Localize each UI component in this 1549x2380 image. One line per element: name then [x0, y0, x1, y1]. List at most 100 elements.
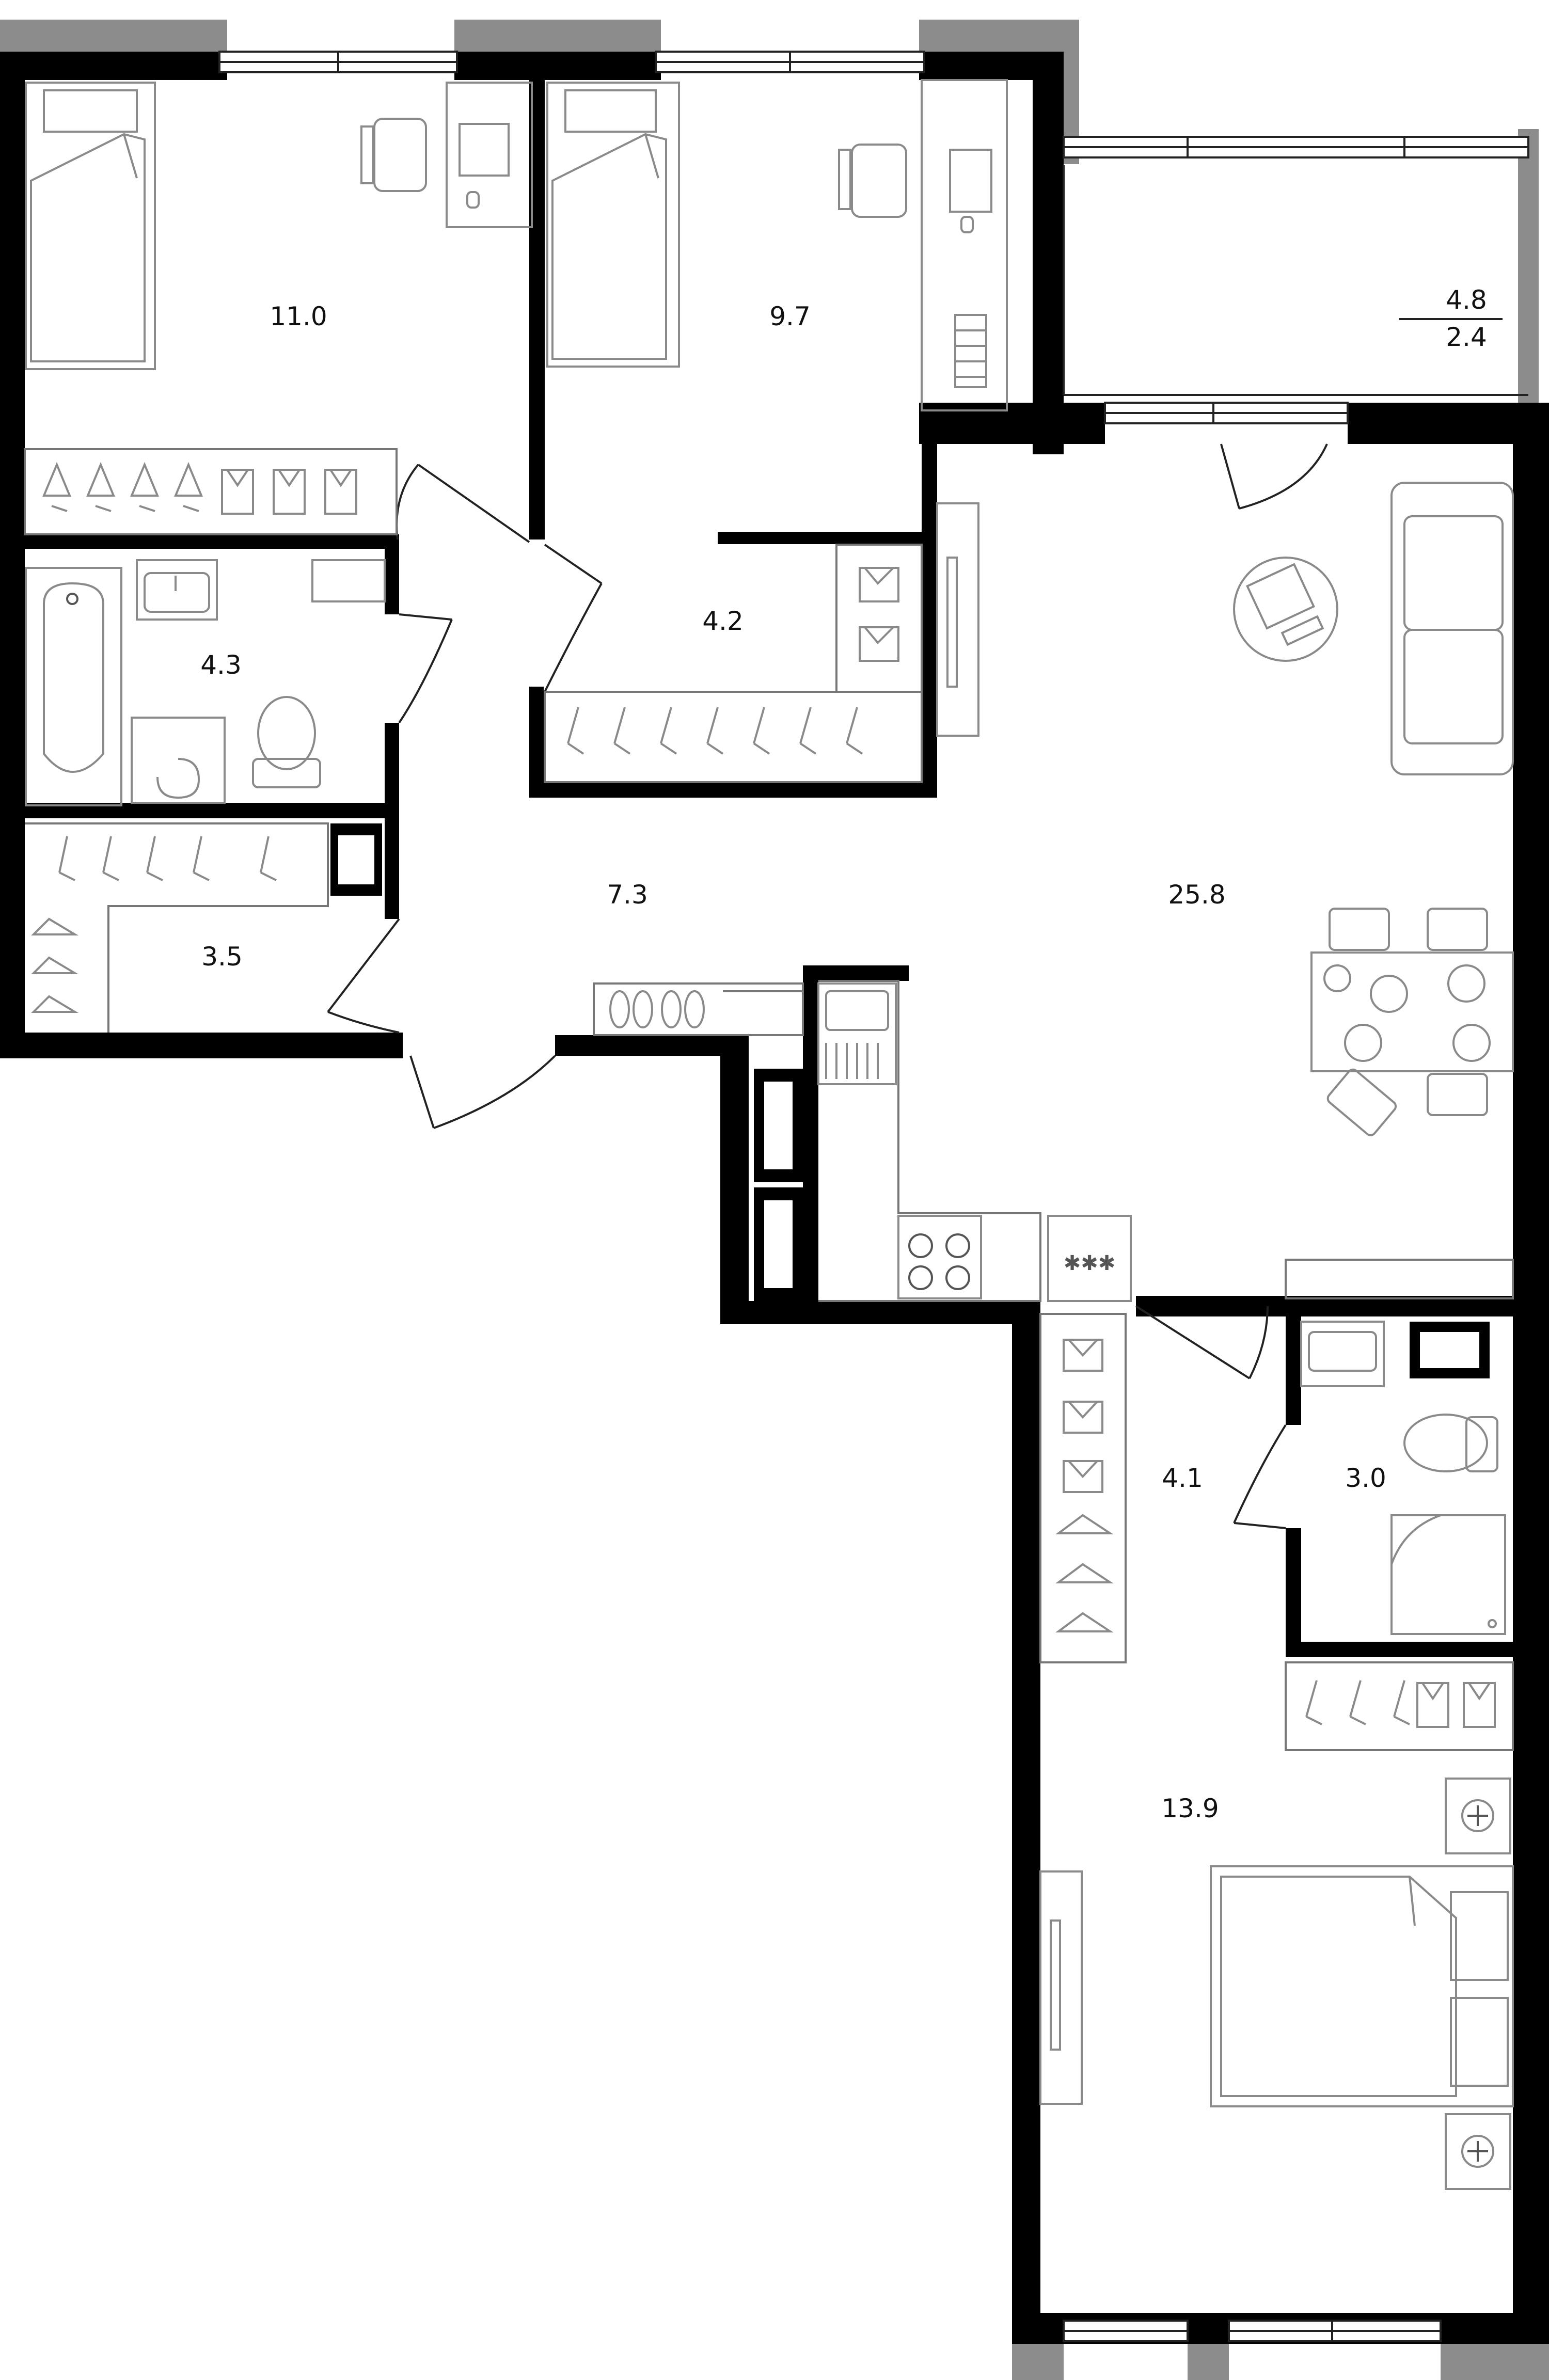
- shower-icon: [1390, 1514, 1506, 1635]
- hanger-icon: [846, 707, 863, 755]
- door-swing-icon: [409, 1055, 556, 1129]
- nightstand-lamp-icon: [1445, 1778, 1511, 1854]
- hanger-icon: [130, 462, 159, 512]
- hanger-icon: [31, 995, 79, 1013]
- hanger-icon: [102, 836, 119, 881]
- window-icon: [655, 51, 925, 73]
- living-cabinet: [1285, 1259, 1514, 1299]
- hanger-icon: [613, 707, 631, 755]
- chair-icon: [1326, 1068, 1397, 1136]
- stove-icon: [897, 1215, 982, 1299]
- hanger-icon: [58, 836, 75, 881]
- hanger-icon: [753, 707, 770, 755]
- wardrobe-master: [1285, 1661, 1514, 1751]
- bed-icon: [546, 82, 680, 368]
- room-area-bathroom-2: 3.0: [1345, 1463, 1386, 1493]
- washing-machine-icon: [131, 717, 226, 804]
- room-area-bedroom-1: 11.0: [270, 302, 327, 331]
- chair-icon: [838, 144, 907, 218]
- wardrobe-1-fittings: [544, 544, 923, 783]
- folded-shirt-icon: [1063, 1401, 1103, 1434]
- hanger-icon: [1393, 1680, 1410, 1725]
- toilet-icon: [252, 696, 321, 788]
- storage-fittings: [25, 822, 382, 1033]
- folded-shirt-icon: [1063, 1460, 1103, 1493]
- chair-icon: [1329, 908, 1390, 951]
- sofa-icon: [1390, 482, 1514, 775]
- door-swing-icon: [396, 464, 530, 543]
- window-icon: [1063, 2320, 1189, 2342]
- door-swing-icon: [1220, 443, 1328, 510]
- dining-table-icon: [1310, 951, 1514, 1072]
- hanger-icon: [1305, 1680, 1322, 1725]
- hanger-icon: [660, 707, 677, 755]
- kitchen: ✱✱✱: [754, 980, 1132, 1302]
- doors: [327, 443, 1328, 1529]
- room-area-wardrobe-1: 4.2: [702, 606, 744, 636]
- folded-shirt-icon: [273, 469, 306, 515]
- sink-icon: [1300, 1321, 1385, 1387]
- folded-shirt-icon: [1463, 1682, 1496, 1728]
- room-area-storage: 3.5: [201, 942, 243, 972]
- folded-shirt-icon: [1416, 1682, 1449, 1728]
- folded-shirt-icon: [859, 567, 899, 602]
- room-area-living-kitchen: 25.8: [1168, 880, 1225, 910]
- folded-shirt-icon: [859, 626, 899, 662]
- hanger-icon: [31, 917, 79, 935]
- hanger-icon: [193, 836, 210, 881]
- tv-icon: [936, 502, 979, 737]
- hanger-icon: [1055, 1563, 1114, 1583]
- hanger-icon: [1349, 1680, 1366, 1725]
- hanger-icon: [1055, 1514, 1114, 1534]
- nightstand-lamp-icon: [1445, 2113, 1511, 2190]
- door-swing-icon: [1233, 1424, 1287, 1529]
- door-swing-icon: [544, 544, 603, 692]
- shelf: [311, 559, 386, 602]
- hanger-icon: [42, 462, 71, 512]
- wardrobe-2-fittings: [1039, 1313, 1127, 1663]
- coffee-table-icon: [1233, 557, 1338, 662]
- window-icon: [1228, 2320, 1442, 2342]
- door-swing-icon: [327, 918, 400, 1034]
- chair-icon: [360, 118, 427, 192]
- sink-icon: [136, 559, 218, 621]
- bed-icon: [25, 82, 156, 370]
- folded-shirt-icon: [221, 469, 254, 515]
- room-area-wardrobe-2: 4.1: [1162, 1463, 1203, 1493]
- chair-icon: [1427, 908, 1488, 951]
- tv-icon: [1039, 1870, 1083, 2105]
- wardrobe-bedroom-1: [24, 448, 398, 535]
- desk-icon: [446, 82, 533, 228]
- balcony-area-reduced: 2.4: [1446, 322, 1487, 352]
- shoe-rack: [593, 982, 804, 1036]
- door-swing-icon: [1135, 1305, 1269, 1379]
- balcony: [1063, 165, 1528, 396]
- folded-shirt-icon: [324, 469, 357, 515]
- sink-icon: [817, 982, 897, 1085]
- hanger-icon: [146, 836, 163, 881]
- hanger-icon: [1055, 1612, 1114, 1632]
- radiator-icon: [954, 314, 987, 388]
- desk-icon: [921, 79, 1008, 411]
- chair-icon: [1427, 1073, 1488, 1116]
- hanger-icon: [567, 707, 584, 755]
- svg-text:✱✱✱: ✱✱✱: [1064, 1251, 1116, 1275]
- room-area-bathroom-1: 4.3: [200, 650, 242, 680]
- bathtub-icon: [25, 567, 122, 806]
- walls: [0, 52, 1549, 2344]
- folded-shirt-icon: [1063, 1339, 1103, 1372]
- balcony-area-total: 4.8: [1446, 285, 1487, 315]
- bed-icon: [1210, 1865, 1514, 2107]
- window-icon: [218, 51, 458, 73]
- fridge-icon: ✱✱✱: [1047, 1215, 1132, 1302]
- hanger-icon: [799, 707, 817, 755]
- hanger-icon: [174, 462, 203, 512]
- toilet-icon: [1403, 1414, 1498, 1472]
- room-area-bedroom-2: 9.7: [769, 302, 811, 331]
- hanger-icon: [31, 956, 79, 974]
- room-area-hallway: 7.3: [607, 880, 648, 910]
- room-area-master-bedroom: 13.9: [1161, 1794, 1219, 1823]
- hanger-icon: [706, 707, 724, 755]
- windows: [218, 51, 1529, 2342]
